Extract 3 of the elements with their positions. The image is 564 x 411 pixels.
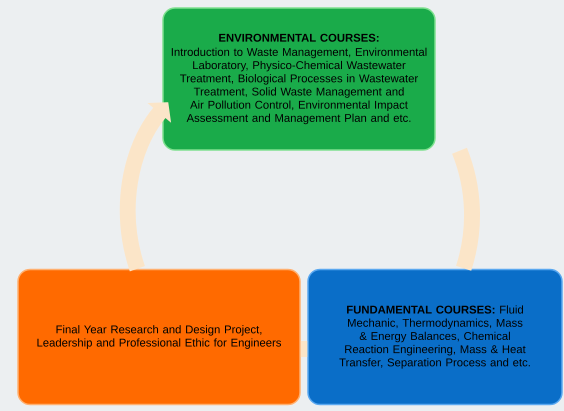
course-box: Final Year Research and Design Project, Leadership and Professional Ethic for Engineers [17,268,301,406]
course-box: ENVIRONMENTAL COURSES: Introduction to Waste Management, Environmental Laboratory, Physico-Chemical Wastewater Treatment, Biological Processes in Wastewater Treatment, Solid Waste Management and Air Pollution Control, Environmental Impact Assessment and Management Plan and etc. [162,7,436,151]
course-box: FUNDAMENTAL COURSES: Fluid Mechanic, Thermodynamics, Mass & Energy Balances, Chemical Reaction Engineering, Mass & Heat Transfer, Separation Process and etc. [307,268,563,406]
